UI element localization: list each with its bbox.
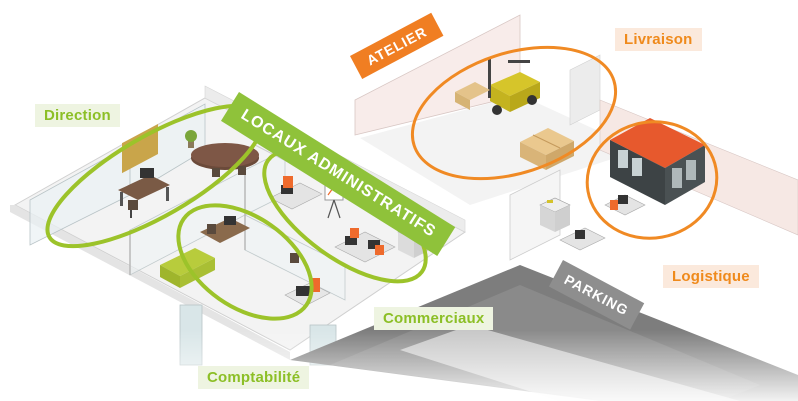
chair-icon bbox=[128, 200, 138, 218]
desk-icon bbox=[269, 176, 323, 210]
desk-icon bbox=[334, 228, 396, 263]
desk-icon bbox=[118, 168, 170, 206]
desk-icon bbox=[284, 278, 331, 307]
comptabilite-room bbox=[160, 216, 331, 307]
chair-icon bbox=[238, 166, 246, 175]
label-commerciaux: Commerciaux bbox=[374, 307, 494, 330]
chair-icon bbox=[212, 168, 220, 177]
label-logistique: Logistique bbox=[663, 265, 759, 288]
shelving-unit-icon bbox=[610, 118, 705, 205]
forklift-icon bbox=[455, 58, 540, 115]
desk-icon bbox=[604, 194, 646, 216]
wall-board-icon bbox=[122, 123, 158, 174]
chair-icon bbox=[283, 176, 293, 188]
label-livraison: Livraison bbox=[615, 28, 702, 51]
chair-icon bbox=[375, 245, 384, 255]
chair-icon bbox=[207, 224, 216, 234]
zone-comptabilite-outline bbox=[176, 203, 314, 321]
meeting-table-icon bbox=[191, 143, 259, 170]
desk-icon bbox=[200, 216, 250, 243]
chair-icon bbox=[610, 200, 618, 210]
label-comptabilite: Comptabilité bbox=[198, 366, 310, 389]
plant-icon bbox=[185, 130, 197, 148]
zone-livraison-outline bbox=[410, 45, 618, 181]
desk-icon bbox=[559, 227, 606, 251]
zone-logistique-outline bbox=[585, 120, 719, 240]
logistique-area bbox=[509, 54, 798, 261]
printer-icon bbox=[539, 197, 571, 232]
chair-icon bbox=[290, 253, 299, 263]
label-direction: Direction bbox=[35, 104, 120, 127]
chair-icon bbox=[350, 228, 359, 238]
